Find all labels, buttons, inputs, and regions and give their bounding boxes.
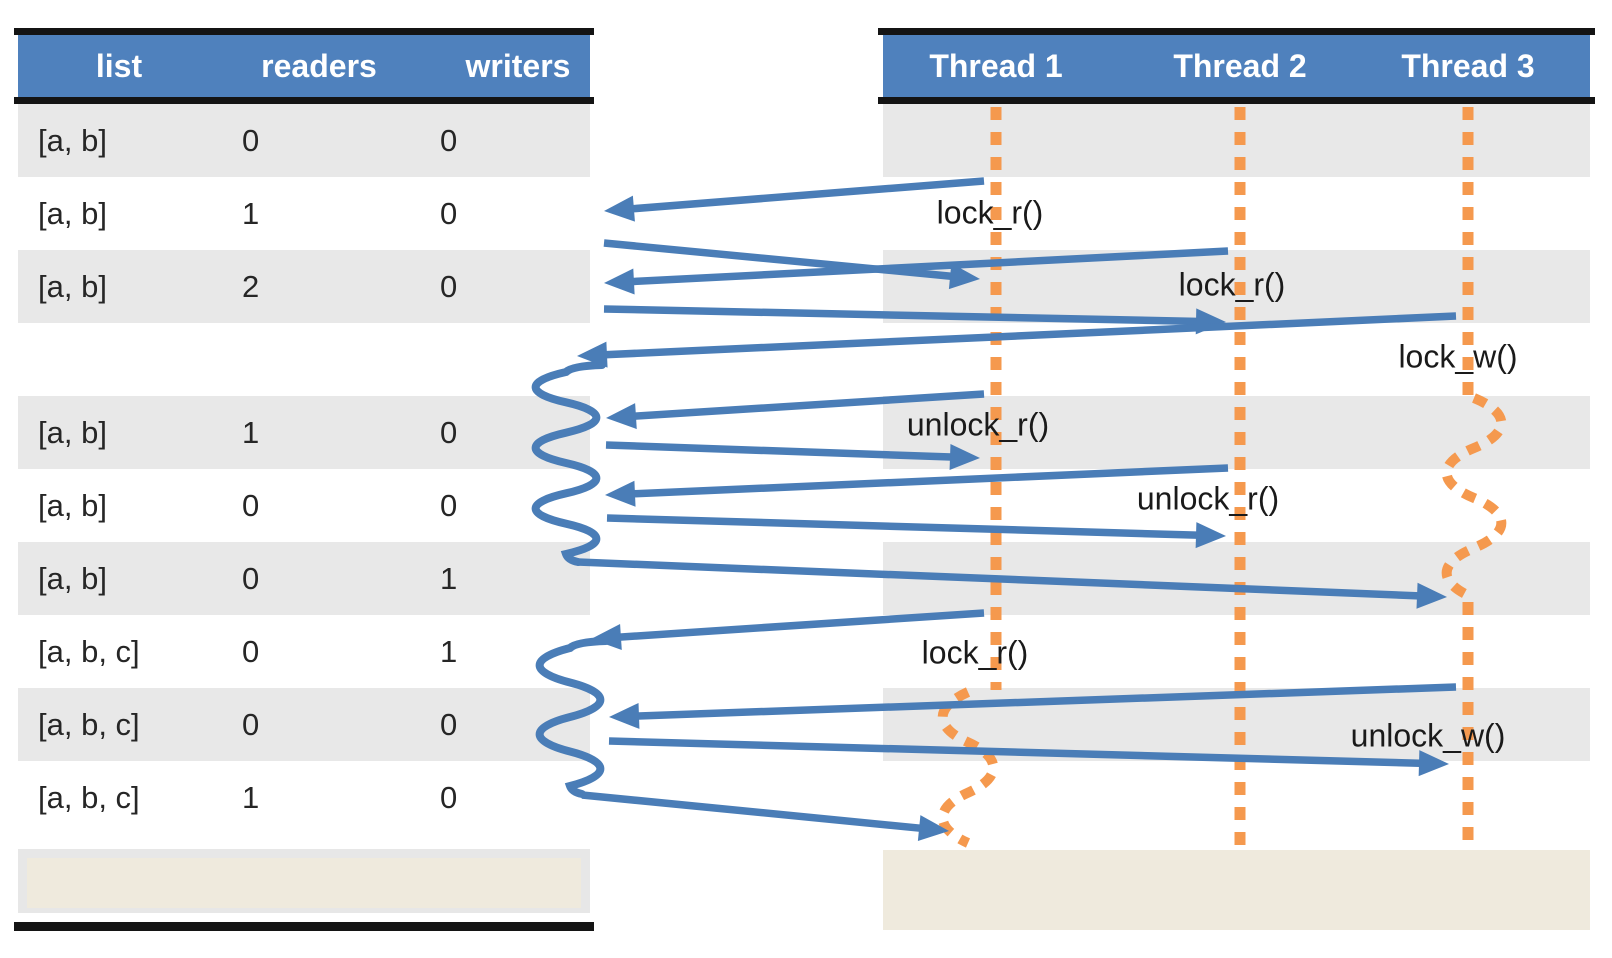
state-cell-readers: 0 — [242, 488, 260, 523]
state-cell-list: [a, b] — [38, 123, 107, 158]
state-row: [a, b, c] 0 0 — [18, 688, 590, 761]
arrow-line-unlock_r-t2-call — [629, 464, 1229, 498]
arrow-line-lock_r-t1-return-2 — [581, 791, 925, 833]
state-cell-readers: 0 — [242, 634, 260, 669]
call-label-thread2: lock_r() — [1178, 266, 1286, 303]
state-header-readers: readers — [261, 48, 377, 84]
arrowhead-lock_w-t3-call — [577, 341, 608, 368]
state-table-header: list readers writers — [18, 35, 590, 97]
state-cell-list: [a, b] — [38, 196, 107, 231]
thread-table-header: Thread 1 Thread 2 Thread 3 — [883, 35, 1590, 97]
state-cell-writers: 0 — [440, 488, 458, 523]
state-cell-writers: 0 — [440, 269, 458, 304]
call-label-thread1: lock_r() — [921, 634, 1029, 671]
thread-table-header-border — [878, 97, 1595, 104]
arrow-line-unlock_r-t1-call — [630, 390, 985, 421]
arrowhead-lock_r-t2-call — [604, 268, 635, 295]
state-row: [a, b] 0 0 — [18, 104, 590, 177]
state-cell-list: [a, b] — [38, 415, 107, 450]
state-row: [a, b, c] 0 1 — [18, 615, 590, 688]
arrowhead-lock_r-t1-call-2 — [591, 624, 622, 650]
state-cell-writers: 0 — [440, 415, 458, 450]
arrowhead-lock_w-t3-return — [1416, 582, 1447, 609]
arrowhead-unlock_r-t2-return — [1195, 522, 1226, 549]
call-label-thread2: unlock_r() — [1136, 480, 1280, 517]
thread-table-footer-row — [883, 850, 1590, 930]
arrow-line-lock_r-t2-return — [603, 305, 1202, 326]
state-cell-writers: 0 — [440, 780, 458, 815]
state-cell-readers: 1 — [242, 780, 260, 815]
thread-table-top-border — [878, 28, 1595, 35]
state-header-writers: writers — [465, 48, 571, 84]
state-cell-readers: 0 — [242, 561, 260, 596]
arrowhead-unlock_r-t2-call — [605, 480, 636, 507]
state-cell-readers: 0 — [242, 123, 260, 158]
arrow-line-lock_r-t1-call-2 — [615, 609, 985, 642]
state-cell-writers: 0 — [440, 123, 458, 158]
state-cell-list: [a, b] — [38, 488, 107, 523]
state-table-header-border — [14, 97, 594, 104]
arrow-line-unlock_r-t2-return — [606, 514, 1202, 540]
thread2-header: Thread 2 — [1173, 48, 1307, 84]
call-label-thread1: unlock_r() — [906, 406, 1050, 443]
wait-lock_w-squiggle — [531, 361, 606, 566]
state-cell-readers: 1 — [242, 415, 260, 450]
state-cell-writers: 0 — [440, 707, 458, 742]
arrow-line-lock_r-t1-call — [628, 177, 985, 213]
state-cell-readers: 2 — [242, 269, 260, 304]
state-table-bottom-border — [14, 922, 594, 931]
arrowhead-unlock_r-t1-call — [606, 403, 637, 430]
arrow-line-lock_r-t2-call — [628, 247, 1229, 286]
state-cell-list: [a, b] — [38, 561, 107, 596]
arrowhead-unlock_w-t3-return — [1418, 750, 1449, 777]
thread3-header: Thread 3 — [1401, 48, 1535, 84]
state-row: [a, b] 1 0 — [18, 177, 590, 250]
arrow-line-unlock_r-t1-return — [605, 441, 956, 461]
call-label-thread3: lock_w() — [1398, 338, 1518, 375]
state-cell-list: [a, b, c] — [38, 707, 140, 742]
arrowhead-lock_r-t1-return-2 — [917, 815, 949, 842]
state-cell-writers: 1 — [440, 634, 458, 669]
state-cell-list: [a, b, c] — [38, 780, 140, 815]
state-table-top-border — [14, 28, 594, 35]
call-label-thread1: lock_r() — [936, 194, 1044, 231]
arrowhead-lock_r-t1-return — [948, 263, 980, 290]
state-cell-writers: 0 — [440, 196, 458, 231]
wait-lock_r-squiggle — [535, 637, 610, 798]
state-cell-list: [a, b, c] — [38, 634, 140, 669]
call-label-thread3: unlock_w() — [1350, 717, 1506, 754]
state-row: [a, b] 0 0 — [18, 469, 590, 542]
arrowhead-unlock_w-t3-call — [609, 702, 640, 729]
state-cell-readers: 1 — [242, 196, 260, 231]
arrow-line-unlock_w-t3-call — [633, 683, 1457, 720]
arrow-line-unlock_w-t3-return — [608, 737, 1425, 768]
state-cell-readers: 0 — [242, 707, 260, 742]
state-row: [a, b] 1 0 — [18, 396, 590, 469]
thread1-lifeline-blocked-wavy — [937, 687, 999, 848]
arrowhead-lock_r-t1-call — [604, 195, 635, 222]
arrow-line-lock_w-t3-return — [577, 558, 1423, 600]
thread1-header: Thread 1 — [929, 48, 1063, 84]
arrowhead-unlock_r-t1-return — [949, 443, 980, 470]
arrow-line-lock_w-t3-call — [601, 312, 1457, 359]
state-table-footer-inset — [27, 858, 581, 908]
state-row: [a, b, c] 1 0 — [18, 761, 590, 834]
state-cell-list: [a, b] — [38, 269, 107, 304]
state-row: [a, b] 2 0 — [18, 250, 590, 323]
thread3-lifeline-blocked-wavy — [1441, 393, 1507, 603]
state-header-list: list — [95, 48, 143, 84]
state-row: [a, b] 0 1 — [18, 542, 590, 615]
state-table-footer-row — [18, 849, 590, 913]
state-cell-writers: 1 — [440, 561, 458, 596]
